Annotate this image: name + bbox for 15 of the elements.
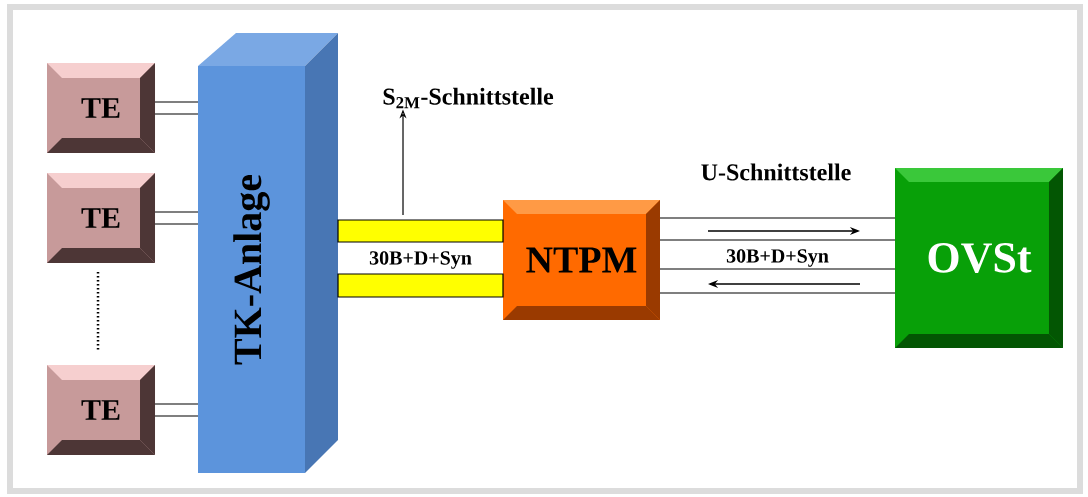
exchange-box: OVSt xyxy=(895,168,1063,348)
line-pair xyxy=(154,101,199,115)
te-box: TE xyxy=(47,365,155,455)
line-pair xyxy=(659,217,896,294)
system-block: TK-Anlage xyxy=(198,33,338,473)
bus-band xyxy=(337,219,504,298)
process-box: NTPM xyxy=(503,200,660,320)
edge-label: 30B+D+Syn xyxy=(725,248,830,268)
te-box: TE xyxy=(47,63,155,153)
interface-label: S$_{2M}$-Schnittstelle xyxy=(383,87,554,109)
te-box: TE xyxy=(47,173,155,263)
line-pair xyxy=(154,403,199,417)
line-pair xyxy=(154,211,199,225)
interface-label: U-Schnittstelle xyxy=(701,163,851,181)
edge-label: 30B+D+Syn xyxy=(368,250,473,270)
